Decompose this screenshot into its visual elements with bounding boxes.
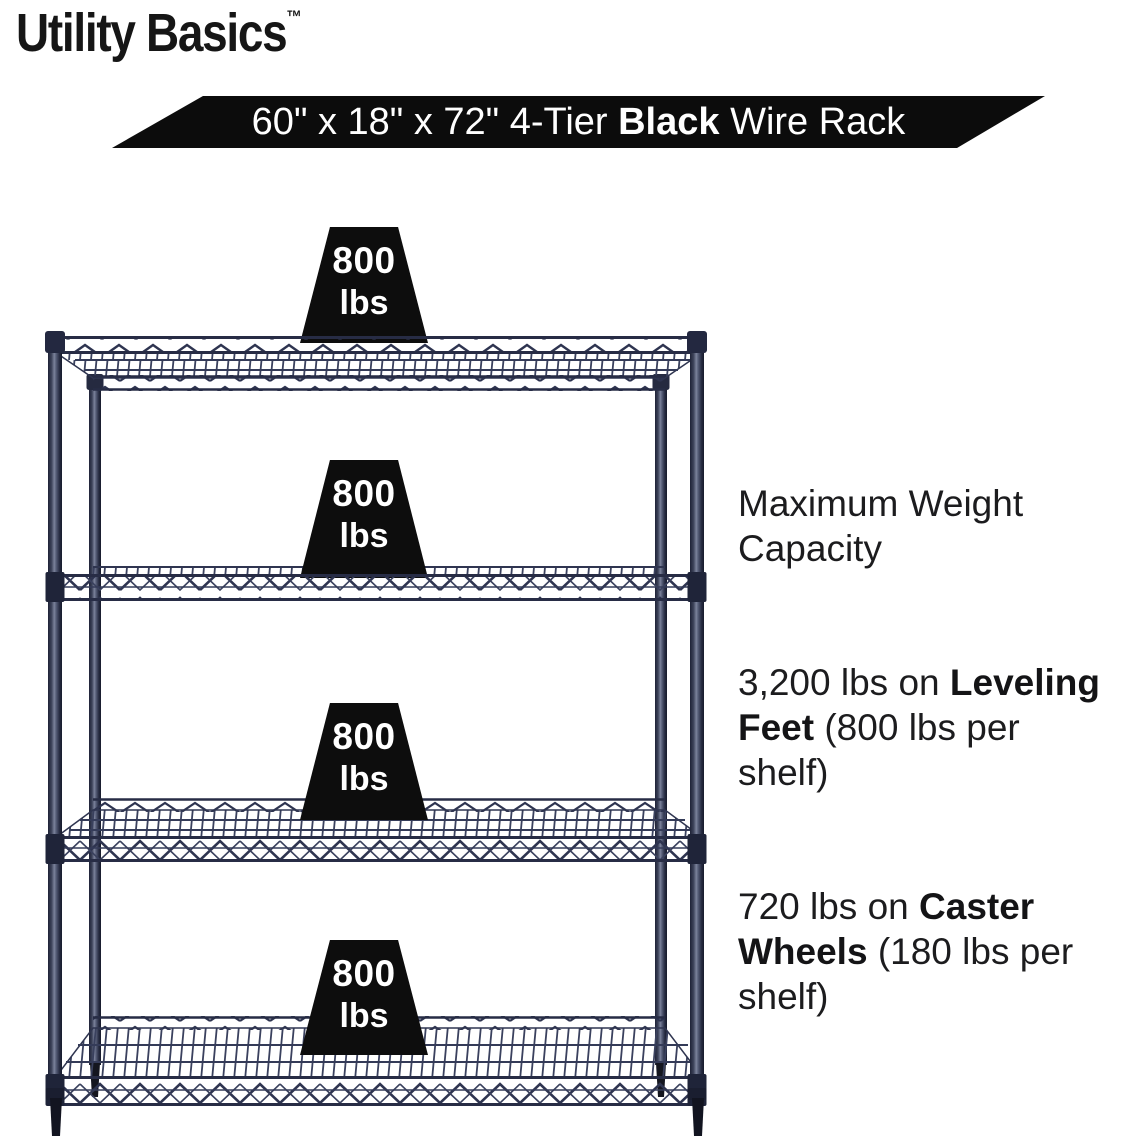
weight-unit: lbs [339, 284, 389, 322]
caster-suffix: (180 lbs per shelf) [738, 931, 1074, 1017]
caster-bold: Caster Wheels [738, 886, 1035, 972]
weight-value: 800 [332, 473, 396, 514]
info-panel: Maximum Weight Capacity 3,200 lbs on Lev… [738, 436, 1133, 1108]
weight-value: 800 [332, 953, 396, 994]
banner-size-text: 60" x 18" x 72" 4-Tier [251, 101, 619, 143]
weight-unit: lbs [339, 517, 389, 555]
brand-name: Utility Basics [16, 3, 288, 63]
brand-logo: Utility Basics™ [16, 2, 302, 64]
caster-capacity-text: 720 lbs on Caster Wheels (180 lbs per sh… [738, 884, 1133, 1019]
leveling-capacity-text: 3,200 lbs on Leveling Feet (800 lbs per … [738, 660, 1133, 795]
wire-rack-front-layer [45, 331, 707, 1136]
brand-trademark: ™ [286, 7, 302, 27]
caster-prefix: 720 lbs on [738, 886, 920, 927]
leveling-bold: Leveling Feet [738, 662, 1100, 748]
leveling-prefix: 3,200 lbs on [738, 662, 950, 703]
leveling-suffix: (800 lbs per shelf) [738, 707, 1020, 793]
weight-unit: lbs [339, 997, 389, 1035]
banner-suffix-text: Wire Rack [719, 101, 906, 143]
weight-unit: lbs [339, 760, 389, 798]
info-heading: Maximum Weight Capacity [738, 483, 1024, 569]
weight-value: 800 [332, 716, 396, 757]
banner-color-text: Black [618, 101, 720, 143]
weight-value: 800 [332, 240, 396, 281]
title-banner: 60" x 18" x 72" 4-Tier Black Wire Rack [112, 96, 1045, 148]
